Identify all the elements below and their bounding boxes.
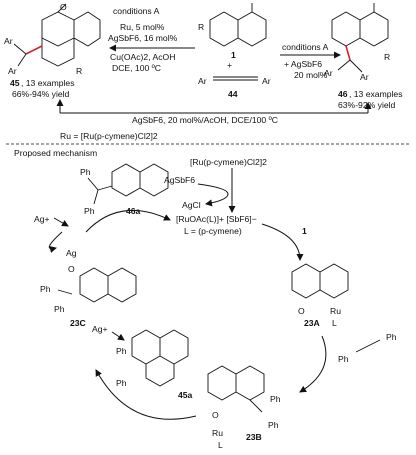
right-condition-3: 20 mol% (294, 70, 328, 80)
reactant-1-number: 1 (231, 50, 236, 60)
left-condition-5: DCE, 100 ºC (112, 63, 161, 73)
compound-23B-structure: Ph Ph O Ru L (207, 365, 281, 450)
product-46-structure: Ar Ar R (324, 3, 390, 82)
arrow-ag-upper (53, 217, 69, 227)
catalyst-precursor: [Ru(p-cymene)Cl2]2 (190, 157, 267, 167)
ph-46a-2: Ph (84, 206, 95, 216)
r-label: R (76, 66, 82, 76)
compound-23C-structure: Ag O Ph Ph (40, 248, 137, 314)
ph-46a-1: Ph (80, 167, 91, 177)
ru-23B: Ru (212, 428, 223, 438)
agsbf6-label: AgSbF6 (164, 175, 195, 185)
cycle-arrow-1 (261, 223, 304, 261)
o-23B: O (212, 410, 219, 420)
chromone-1-structure: R (198, 3, 267, 47)
o-23A: O (298, 306, 305, 316)
r-label-1: R (198, 22, 204, 32)
substrate-1-label: 1 (302, 226, 307, 236)
cycle-arrow-2 (299, 335, 327, 393)
arrow-ag-lower (111, 331, 125, 341)
left-condition-2: Ru, 5 mol% (120, 22, 165, 32)
compound-45a-structure: Ph Ph (116, 329, 189, 388)
l-23A: L (332, 318, 337, 328)
ph-alkyne-2: Ph (338, 354, 349, 364)
r-46: R (384, 52, 390, 62)
compound-46-examples: , 13 examples (349, 89, 403, 99)
ag-plus-upper: Ag+ (34, 214, 50, 224)
ph-23B-2: Ph (268, 420, 279, 430)
ag-plus-lower: Ag+ (92, 324, 108, 334)
ar-alkyne-right: Ar (262, 76, 271, 86)
ar-46-right: Ar (360, 72, 369, 82)
compound-23C-label: 23C (70, 318, 86, 328)
compound-46-yield: 63%-92% yield (338, 100, 396, 110)
left-condition-4: Cu(OAc)2, AcOH (110, 52, 175, 62)
o-atom: O (60, 2, 67, 12)
compound-45-yield: 66%-94% yield (12, 89, 70, 99)
cycle-arrow-3 (95, 369, 197, 420)
product-45-structure: O Ar Ar R (4, 2, 101, 76)
ar-label-2: Ar (8, 66, 17, 76)
ph-alkyne-1: Ph (386, 332, 397, 342)
right-condition-1: conditions A (282, 42, 329, 52)
l-23B: L (218, 440, 223, 450)
compound-45a-label: 45a (178, 390, 193, 400)
ph-23C-1: Ph (40, 284, 51, 294)
ar-alkyne-left: Ar (198, 76, 207, 86)
right-condition-2: + AgSbF6 (284, 59, 322, 69)
bottom-conditions: AgSbF6, 20 mol%/AcOH, DCE/100 ºC (132, 115, 278, 125)
ag-23C: Ag (66, 248, 77, 258)
ph-45a-2: Ph (116, 378, 127, 388)
left-condition-3: AgSbF6, 16 mol% (108, 33, 178, 43)
compound-46-number: 46 (338, 89, 348, 99)
left-condition-1: conditions A (113, 6, 160, 16)
compound-45-examples: , 13 examples (21, 78, 75, 88)
compound-23A-structure: O Ru L (291, 263, 349, 328)
ph-23B-1: Ph (270, 394, 281, 404)
ar-label: Ar (4, 36, 13, 46)
ar-46-left: Ar (324, 68, 333, 78)
arrow-agsbf6 (197, 183, 229, 207)
compound-46a-label: 46a (126, 206, 141, 216)
ph-45a-1: Ph (116, 346, 127, 356)
ph-23C-2: Ph (54, 304, 65, 314)
ru-definition: Ru = [Ru(p-cymene)Cl2]2 (60, 131, 158, 141)
alkyne-44-number: 44 (228, 89, 238, 99)
active-catalyst: [RuOAc(L)]+ [SbF6]− (176, 214, 257, 224)
compound-46a-structure: Ph Ph (80, 163, 169, 216)
compound-23B-label: 23B (246, 432, 262, 442)
compound-23A-label: 23A (304, 318, 320, 328)
mechanism-title: Proposed mechanism (14, 148, 97, 158)
agcl-label: AgCl (182, 200, 201, 210)
ru-23A: Ru (330, 306, 341, 316)
o-23C: O (68, 264, 75, 274)
plus-sign: + (227, 60, 232, 70)
cycle-arrow-4 (48, 231, 63, 253)
cycle-arrow-5 (85, 209, 171, 233)
ligand-definition: L = (p-cymene) (184, 226, 242, 236)
compound-45-number: 45 (10, 78, 20, 88)
